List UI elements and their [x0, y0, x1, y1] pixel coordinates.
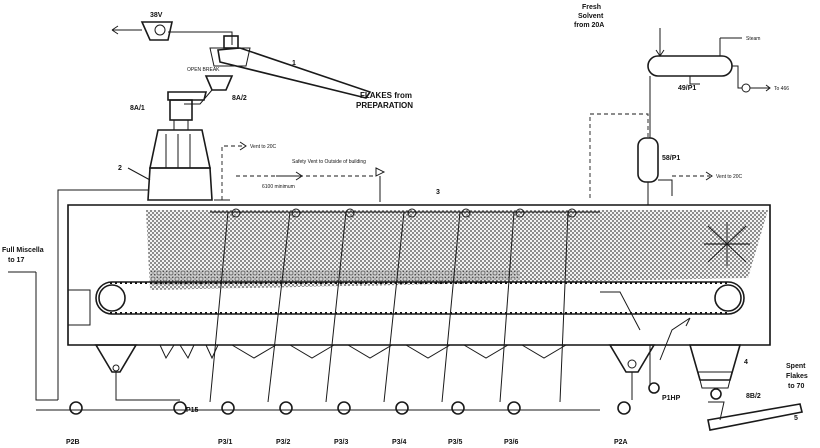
miscella-hoppers: [94, 344, 656, 373]
vent-right-label: Vent to 20C: [716, 174, 743, 180]
safety-vent: [236, 167, 386, 202]
spent-label-1: Spent: [786, 363, 806, 370]
pump-p2b: [69, 401, 83, 415]
extractor-shell: [67, 204, 771, 346]
vessel-label: 58/P1: [662, 155, 680, 162]
recirculation-lines: [209, 211, 569, 403]
pump-label-p3-5: P3/5: [448, 439, 463, 446]
pump-p3-3: [337, 401, 351, 415]
feed-hopper: [167, 75, 234, 131]
flakes-label-2: PREPARATION: [356, 101, 413, 110]
fan-label: 38V: [150, 12, 163, 19]
fan-38v: [111, 21, 233, 45]
pump-label-p3-1: P3/1: [218, 439, 233, 446]
miscella-label-1: Full Miscella: [2, 247, 44, 254]
valve-8b2-label: 8B/2: [746, 393, 761, 400]
fresh-solvent-1: Fresh: [582, 4, 601, 11]
pump-label-p3-4: P3/4: [392, 439, 407, 446]
p1hp-label: P1HP: [662, 395, 681, 402]
pump-label-p3-2: P3/2: [276, 439, 291, 446]
miscella-label-2: to 17: [8, 257, 24, 264]
pump-p3-6: [507, 401, 521, 415]
safety-vent-label: Safety Vent to Outside of building: [292, 159, 366, 165]
pump-p3-2: [279, 401, 293, 415]
feed-bin: [147, 129, 213, 201]
pump-label-p3-6: P3/6: [504, 439, 519, 446]
fresh-solvent-2: Solvent: [578, 13, 604, 20]
pump-p2a: [617, 401, 631, 415]
pump-label-p2b: P2B: [66, 439, 80, 446]
fresh-solvent-3: from 20A: [574, 22, 604, 29]
hopper-right-label: 8A/2: [232, 95, 247, 102]
spray-headers: [210, 208, 600, 218]
pump-p15: [173, 401, 187, 415]
minimum-label: 6100 minimum: [262, 184, 295, 190]
open-break-label: OPEN BREAK: [187, 67, 220, 73]
spent-label-2: Flakes: [786, 373, 808, 380]
pump-row: [36, 372, 633, 415]
pump-p3-5: [451, 401, 465, 415]
desolventizer: [649, 317, 803, 431]
conveyor-out-number: 5: [794, 415, 798, 422]
to-line-label: To 466: [774, 86, 789, 92]
pump-label-p15: P15: [186, 407, 199, 414]
spent-label-3: to 70: [788, 383, 804, 390]
flakes-label-1: FLAKES from: [360, 91, 412, 100]
pump-p3-1: [221, 401, 235, 415]
pump-p3-4: [395, 401, 409, 415]
pump-label-p3-3: P3/3: [334, 439, 349, 446]
feed-conveyor: [209, 35, 372, 99]
conveyor-number: 1: [292, 60, 296, 67]
vent-left: [214, 141, 247, 201]
solvent-heater: [647, 28, 771, 93]
dryer-number: 4: [744, 359, 748, 366]
pump-label-p2a: P2A: [614, 439, 628, 446]
heater-label: 49/P1: [678, 85, 696, 92]
inlet-number: 2: [118, 165, 122, 172]
separator-vessel: [589, 76, 713, 210]
hopper-left-label: 8A/1: [130, 105, 145, 112]
vent-left-label: Vent to 20C: [250, 144, 277, 150]
miscella-line: [8, 189, 148, 401]
steam-label: Steam: [746, 36, 760, 42]
extractor-number: 3: [436, 189, 440, 196]
